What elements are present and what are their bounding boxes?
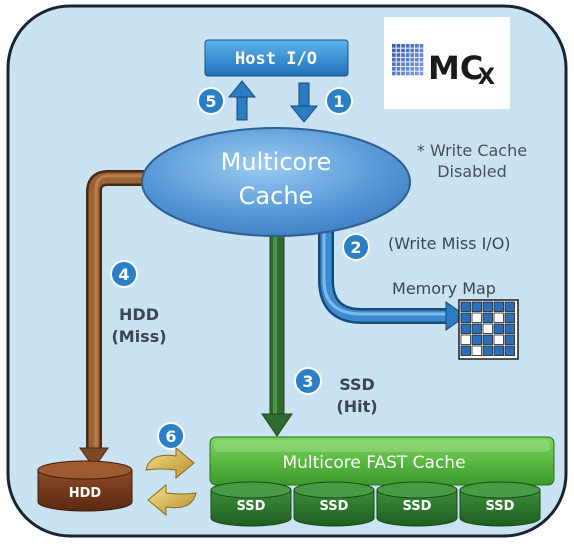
svg-text:6: 6	[165, 427, 176, 446]
write-miss-label: (Write Miss I/O)	[388, 234, 511, 253]
cache-label-line1: Multicore	[221, 148, 332, 176]
ssd-label: SSD	[320, 499, 349, 514]
hdd-cylinder: HDD	[37, 460, 133, 512]
background-panel	[6, 4, 568, 538]
grid-icon	[392, 44, 424, 76]
svg-text:3: 3	[302, 372, 313, 391]
host-io-label: Host I/O	[235, 49, 317, 69]
mcx-logo: MC X	[384, 17, 510, 109]
up-arrow-icon	[227, 80, 257, 121]
write-cache-note-line2: Disabled	[437, 162, 507, 181]
ssd-hit-label-line1: SSD	[339, 375, 375, 394]
svg-text:1: 1	[333, 92, 344, 111]
step-badge-6: 6	[157, 422, 185, 450]
step-badge-5: 5	[197, 87, 225, 115]
ssd-label: SSD	[237, 499, 266, 514]
host-io-box: Host I/O	[204, 39, 349, 77]
hdd-miss-arrow	[79, 170, 150, 469]
step-badge-1: 1	[325, 87, 353, 115]
ssd-label: SSD	[486, 499, 515, 514]
fast-cache-bar: Multicore FAST Cache	[209, 436, 555, 486]
multicore-cache: Multicore Cache	[141, 127, 411, 237]
cache-label-line2: Cache	[239, 182, 314, 210]
svg-text:2: 2	[350, 238, 361, 257]
write-miss-arrow	[318, 218, 467, 331]
write-cache-note-line1: * Write Cache	[417, 141, 527, 160]
memory-map-label: Memory Map	[392, 279, 496, 298]
ssd-hit-label-line2: (Hit)	[336, 397, 377, 416]
logo-text: MC	[428, 49, 483, 87]
ssd-drum: SSD	[210, 481, 292, 527]
ssd-drum: SSD	[376, 481, 458, 527]
swap-arrows-icon	[145, 446, 197, 517]
step-badge-4: 4	[110, 260, 138, 288]
logo-subscript: X	[478, 65, 495, 90]
svg-text:4: 4	[118, 265, 129, 284]
fast-cache-label: Multicore FAST Cache	[282, 453, 465, 473]
hdd-label: HDD	[69, 486, 102, 501]
hdd-miss-label-line2: (Miss)	[111, 327, 166, 346]
memory-map-icon	[458, 299, 519, 360]
step-badge-3: 3	[294, 367, 322, 395]
hdd-miss-label-line1: HDD	[119, 305, 159, 324]
ssd-drum: SSD	[293, 481, 375, 527]
down-arrow-icon	[289, 82, 319, 123]
ssd-drum: SSD	[459, 481, 541, 527]
svg-text:5: 5	[205, 92, 216, 111]
ssd-row: SSD SSD SSD SSD	[210, 481, 541, 527]
step-badge-2: 2	[342, 233, 370, 261]
ssd-label: SSD	[403, 499, 432, 514]
